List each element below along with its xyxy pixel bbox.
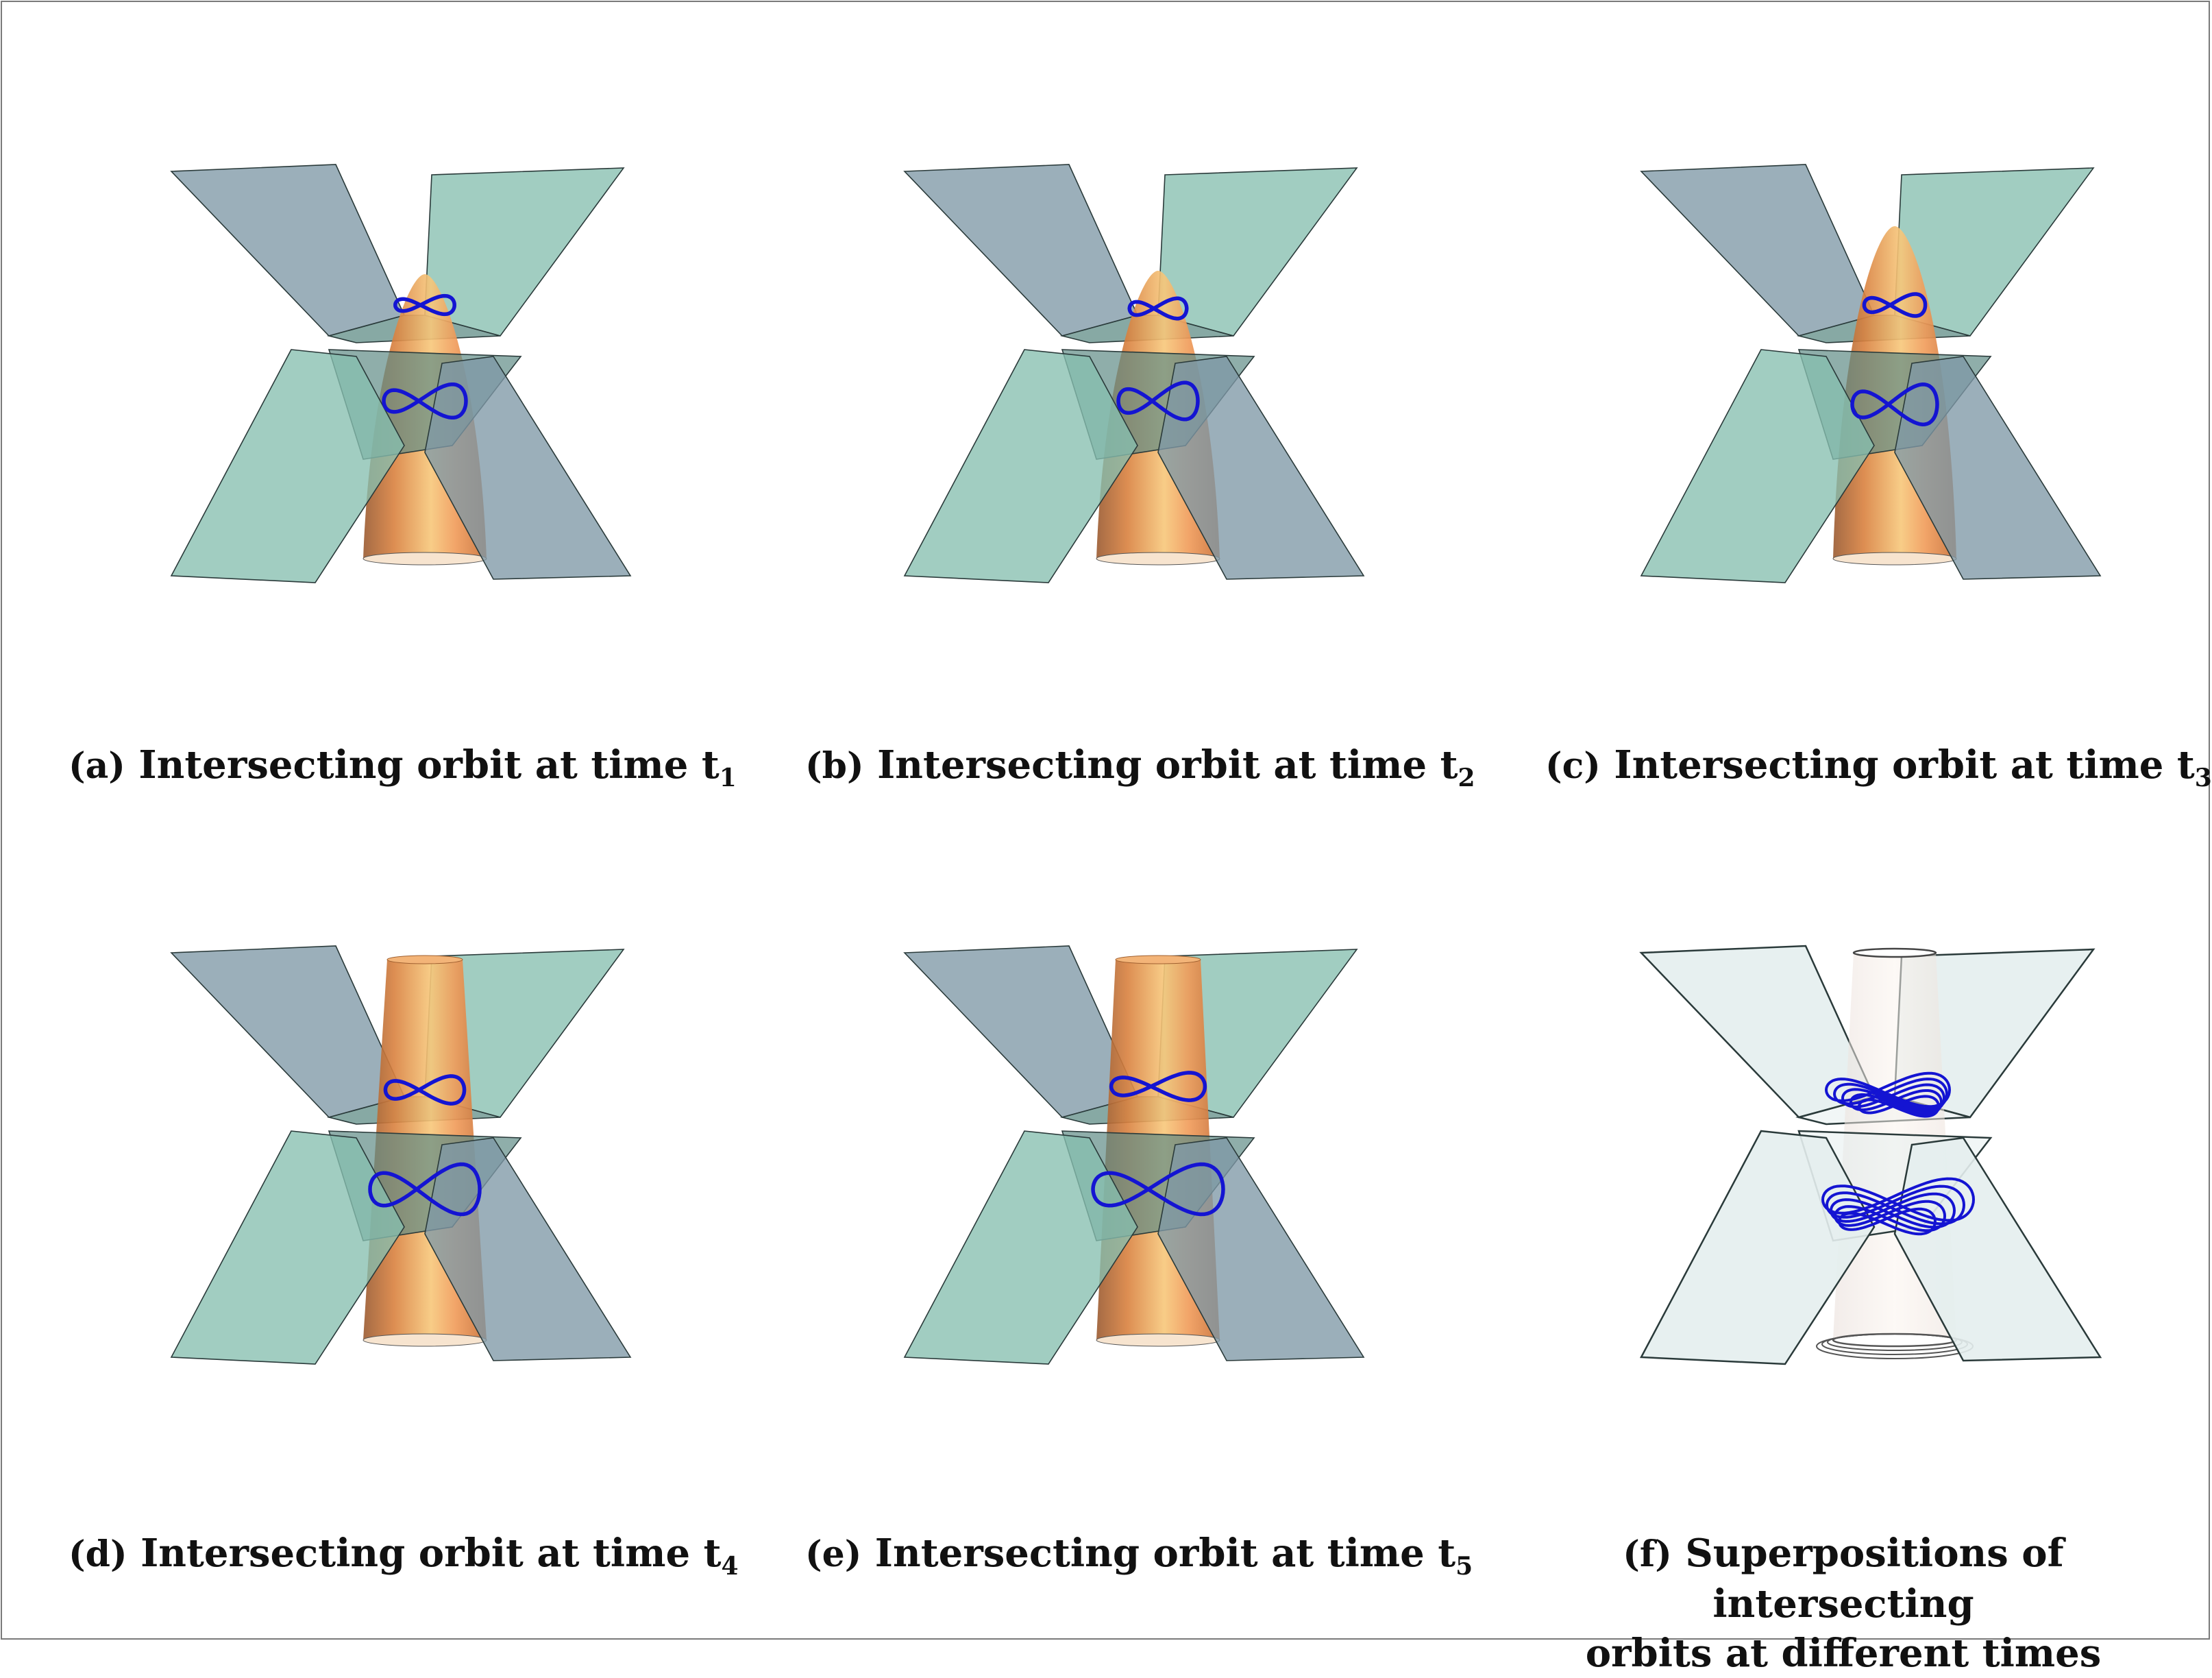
lower-left-plane — [170, 349, 405, 583]
diagram-e — [903, 945, 1365, 1365]
orbit-lower — [368, 1162, 482, 1217]
panel-f — [1621, 919, 2169, 1412]
cone-base-rim — [1832, 552, 1957, 566]
orbit-upper — [393, 293, 456, 317]
orbit-upper — [1127, 296, 1189, 321]
figure-frame — [1, 1, 2210, 1640]
caption-c: (c) Intersecting orbit at time t3 — [1545, 742, 2212, 792]
orbit-lower — [1091, 1162, 1225, 1217]
lower-left-plane — [1640, 349, 1875, 583]
upper-left-plane — [1639, 945, 1876, 1119]
cone-base-rim — [362, 552, 487, 566]
lower-right-plane — [1157, 356, 1365, 580]
lower-left-plane — [903, 349, 1138, 583]
lower-left-plane — [1639, 1130, 1876, 1365]
orbit-lower — [382, 382, 468, 420]
orbit-superposed-lower — [1833, 1200, 1947, 1232]
orbit-lower — [1116, 380, 1200, 422]
diagram-b — [903, 164, 1365, 583]
orbit-superposed-lower — [1829, 1192, 1956, 1229]
panel-b — [884, 137, 1432, 617]
orbit-upper — [1109, 1071, 1207, 1102]
diagram-a — [170, 164, 632, 583]
orbit-lower — [1850, 382, 1939, 426]
cone-top-rim — [1115, 955, 1201, 964]
panel-c — [1621, 137, 2169, 617]
lower-right-plane — [1893, 1136, 2102, 1362]
diagram-f — [1639, 945, 2102, 1365]
caption-f: (f) Superpositions of intersecting orbit… — [1585, 1531, 2102, 1676]
cone-base-rim — [362, 1333, 487, 1347]
upper-left-plane — [170, 945, 406, 1118]
lower-right-plane — [1894, 356, 2102, 580]
orbit-superposed-lower — [1837, 1207, 1937, 1236]
upper-left-plane — [903, 945, 1139, 1118]
diagram-d — [170, 945, 632, 1365]
orbit-upper — [1862, 292, 1928, 318]
panel-d — [151, 919, 699, 1398]
lower-left-plane — [903, 1130, 1138, 1365]
orbit-superposed-lower — [1821, 1177, 1976, 1222]
orbit-upper — [383, 1074, 467, 1106]
lower-right-plane — [424, 356, 632, 580]
caption-a: (a) Intersecting orbit at time t1 — [69, 742, 737, 792]
upper-left-plane — [903, 164, 1139, 337]
lower-right-plane — [424, 1137, 632, 1361]
orbit-superposed-upper — [1857, 1095, 1941, 1118]
upper-left-plane — [1640, 164, 1876, 337]
cone-base-rim — [1096, 552, 1220, 566]
upper-left-plane — [170, 164, 406, 337]
cone-top-rim — [386, 955, 463, 964]
orbit-superposed-lower — [1825, 1184, 1966, 1226]
caption-e: (e) Intersecting orbit at time t5 — [805, 1531, 1473, 1581]
lower-right-plane — [1157, 1137, 1365, 1361]
caption-b: (b) Intersecting orbit at time t2 — [805, 742, 1475, 792]
cone-top-rim — [1852, 947, 1937, 958]
caption-d: (d) Intersecting orbit at time t4 — [69, 1531, 739, 1581]
cone-base-rim — [1096, 1333, 1220, 1347]
lower-left-plane — [170, 1130, 405, 1365]
panel-e — [884, 919, 1432, 1398]
panel-a — [151, 137, 699, 617]
diagram-c — [1640, 164, 2102, 583]
